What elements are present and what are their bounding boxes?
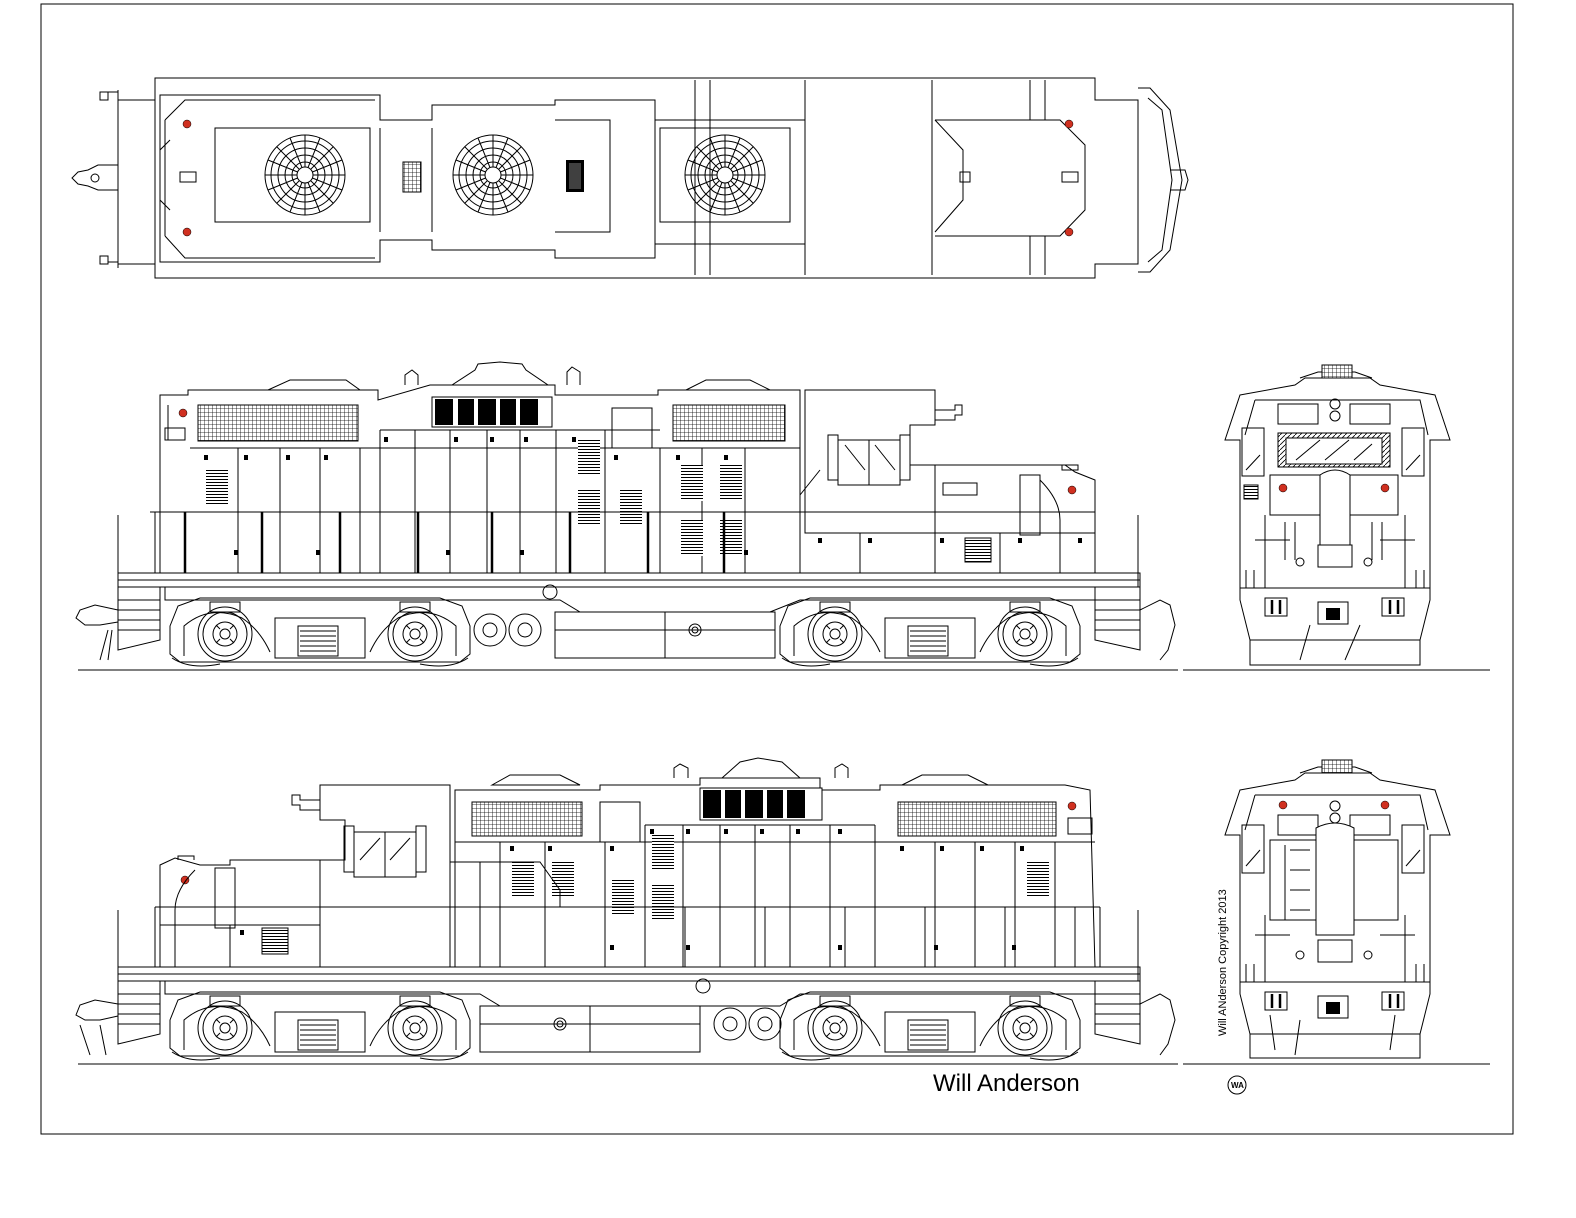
right-side-view xyxy=(75,757,1178,1065)
rear-end-view xyxy=(1183,759,1490,1065)
left-side-view xyxy=(75,361,1178,671)
copyright-notice: Will ANderson Copyright 2013 xyxy=(1217,889,1229,1036)
front-end-view xyxy=(1183,364,1490,671)
front-truck-right xyxy=(780,992,1080,1060)
drawing-border xyxy=(40,3,1514,1135)
top-view xyxy=(71,77,1189,279)
rear-truck xyxy=(780,598,1080,666)
radiator-fan-rear xyxy=(684,134,766,216)
author-monogram: WA xyxy=(1227,1075,1247,1095)
radiator-fan-middle xyxy=(452,134,534,216)
radiator-fan-front xyxy=(264,134,346,216)
front-truck xyxy=(170,598,470,666)
monogram-letters: WA xyxy=(1231,1081,1244,1090)
author-signature: Will Anderson xyxy=(933,1070,1080,1097)
rear-truck-right xyxy=(170,992,470,1060)
